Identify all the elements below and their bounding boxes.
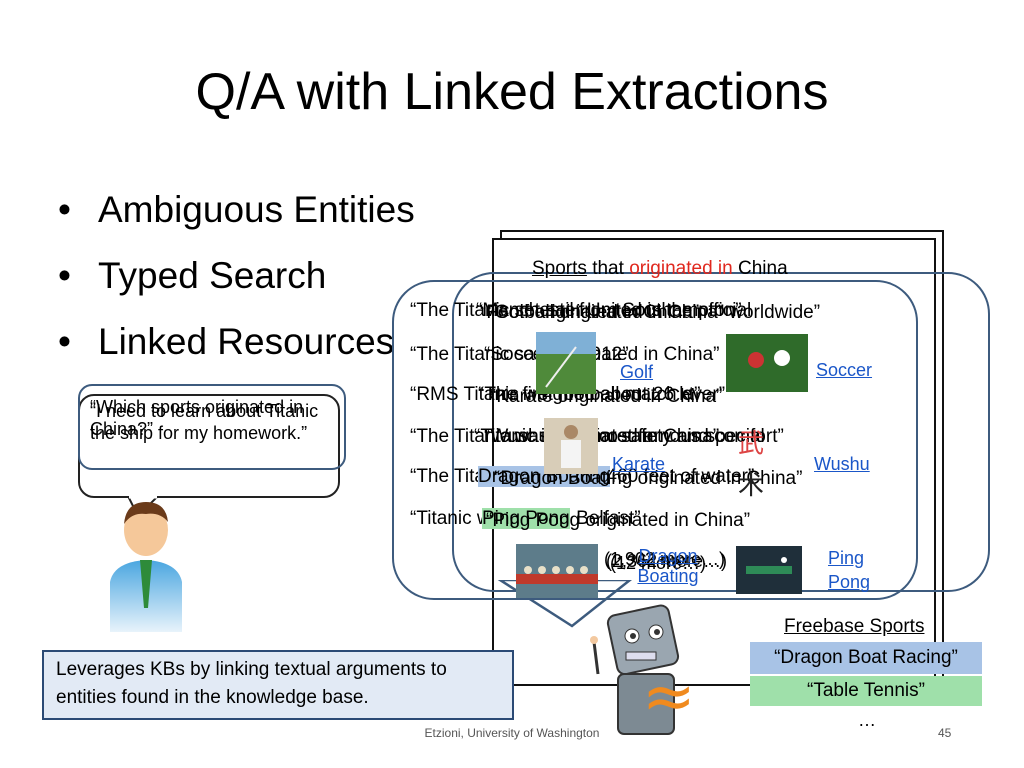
bullet-item: •Typed Search	[58, 248, 415, 314]
answer-line: “The Titanic set sail from Southampton”	[410, 300, 742, 321]
user-bubble-front-outline	[78, 384, 346, 470]
link-karate[interactable]: Karate	[612, 454, 666, 474]
freebase-more: …	[858, 710, 876, 730]
answer-header: Sports that originated in China	[532, 258, 788, 279]
answer-line: “Karate originated in China”	[490, 386, 723, 407]
freebase-item: “Table Tennis”	[750, 676, 982, 706]
callout-box: Leverages KBs by linking textual argumen…	[42, 650, 514, 720]
svg-text:≈: ≈	[642, 660, 696, 734]
link-dragon-boating[interactable]: Dragon Boating	[637, 546, 699, 586]
soccer-photo	[726, 334, 808, 392]
bullet-dot: •	[58, 255, 71, 296]
answer-line: “Wushu originated in China”	[484, 426, 720, 447]
dragon-boat-photo	[516, 544, 598, 598]
answer-line: Ping Pong	[482, 508, 570, 530]
footer: Etzioni, University of Washington	[424, 726, 600, 740]
svg-text:术: 术	[738, 471, 764, 501]
answer-line: “Football originated in China” worldwide…	[480, 302, 821, 323]
freebase-title: Freebase Sports	[784, 616, 925, 637]
more-results-label[interactable]: (12 more…)	[610, 553, 707, 573]
bullet-item: •Ambiguous Entities	[58, 182, 415, 248]
link-wushu[interactable]: Wushu	[814, 454, 870, 474]
more-results-label[interactable]: (2,362 more…)	[606, 551, 728, 571]
karate-photo	[544, 418, 598, 474]
user-avatar-icon	[110, 502, 182, 632]
answer-line: “Golf originated in China”	[488, 302, 700, 323]
answers-box-front	[452, 272, 990, 592]
answers-box-back	[392, 280, 918, 600]
answer-line: “Manchester United is the official	[476, 300, 752, 321]
robot-icon: ≈	[590, 604, 696, 735]
wushu-icon: 武 术	[738, 429, 764, 501]
slide-title: Q/A with Linked Extractions	[195, 63, 829, 121]
bullet-item: •Linked Resources	[58, 314, 415, 380]
answer-line: “RMS Titanic weighed about 26 kt”	[410, 384, 701, 405]
highlight-ping-pong: Ping Pong	[482, 508, 570, 529]
answer-line: “Ping Pong originated in China”	[486, 510, 751, 531]
golf-photo	[536, 332, 596, 394]
page-number: 45	[938, 726, 952, 740]
freebase-item: “Dragon Boat Racing”	[750, 642, 982, 674]
user-question: “Which sports originated in China?”	[90, 397, 304, 439]
link-golf[interactable]: Golf	[620, 362, 654, 382]
answer-line: “Soccer originated in China”	[484, 344, 720, 365]
link-soccer[interactable]: Soccer	[816, 360, 873, 380]
bullet-dot: •	[58, 321, 71, 362]
more-results-label[interactable]: (1,902 more…)	[604, 549, 726, 569]
ping-pong-photo	[736, 546, 802, 594]
link-ping-pong[interactable]: Ping Pong	[828, 548, 871, 592]
svg-text:武: 武	[738, 429, 764, 459]
bullet-list: •Ambiguous Entities •Typed Search •Linke…	[58, 182, 415, 380]
user-bubble-back: “I need to learn about Titanic the ship …	[78, 394, 340, 498]
bullet-dot: •	[58, 189, 71, 230]
